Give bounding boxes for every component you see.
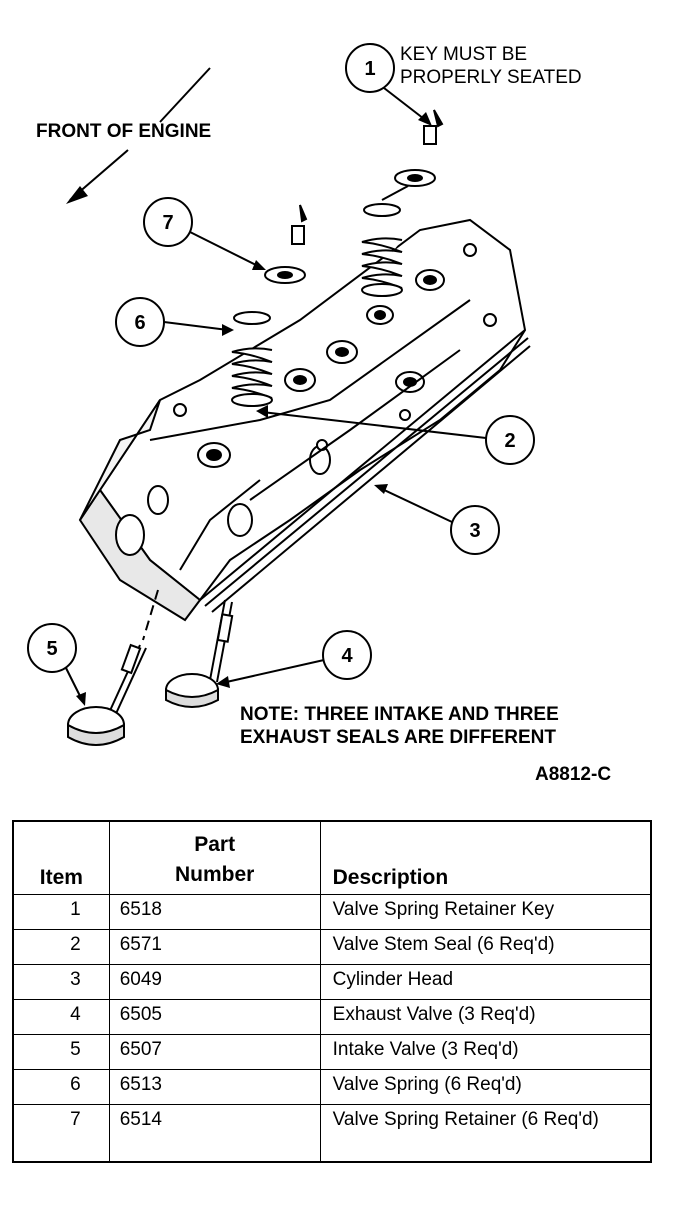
callout-1: 1 (345, 43, 432, 126)
exhaust-valve (165, 599, 234, 708)
cell-part-number: 6507 (108, 1034, 321, 1070)
callout-2-number: 2 (504, 430, 515, 452)
cell-part-number: 6571 (108, 929, 321, 965)
cell-part-number: 6505 (108, 999, 321, 1035)
callout-1-number: 1 (364, 58, 375, 80)
table-header-row: Item Part Number Description (12, 820, 652, 895)
cell-item: 1 (12, 894, 110, 930)
cell-description: Valve Spring Retainer (6 Req'd) (319, 1104, 652, 1163)
callout-4: 4 (216, 630, 372, 688)
cell-part-number: 6049 (108, 964, 321, 1000)
cell-description: Valve Spring (6 Req'd) (319, 1069, 652, 1105)
cell-part-number: 6518 (108, 894, 321, 930)
table-row: 5 6507 Intake Valve (3 Req'd) (12, 1034, 652, 1070)
cell-item: 2 (12, 929, 110, 965)
cell-description: Exhaust Valve (3 Req'd) (319, 999, 652, 1035)
cell-description: Cylinder Head (319, 964, 652, 1000)
table-row: 1 6518 Valve Spring Retainer Key (12, 894, 652, 930)
note-line1: NOTE: THREE INTAKE AND THREE (240, 704, 559, 725)
header-part-number: Part Number (108, 820, 321, 895)
intake-valve (67, 589, 159, 746)
cell-item: 6 (12, 1069, 110, 1105)
callout-7: 7 (143, 197, 266, 270)
header-item: Item (12, 820, 110, 895)
cylinder-head (78, 218, 531, 622)
front-of-engine-label: FRONT OF ENGINE (36, 121, 211, 142)
cell-part-number: 6514 (108, 1104, 321, 1163)
table-row: 4 6505 Exhaust Valve (3 Req'd) (12, 999, 652, 1035)
header-description: Description (319, 820, 652, 895)
cell-item: 7 (12, 1104, 110, 1163)
callout-3: 3 (374, 484, 500, 555)
cylinder-head-exploded-diagram: FRONT OF ENGINE KEY MUST BE PROPERLY SEA… (27, 43, 611, 785)
callout-3-number: 3 (469, 520, 480, 542)
cell-item: 4 (12, 999, 110, 1035)
callout-5: 5 (27, 623, 86, 706)
key-note-line2: PROPERLY SEATED (400, 67, 582, 88)
valve-spring-left (231, 204, 308, 407)
cell-description: Valve Stem Seal (6 Req'd) (319, 929, 652, 965)
cell-item: 3 (12, 964, 110, 1000)
callout-7-number: 7 (162, 212, 173, 234)
note-line2: EXHAUST SEALS ARE DIFFERENT (240, 727, 556, 748)
header-part-line2: Number (174, 863, 255, 886)
table-row: 3 6049 Cylinder Head (12, 964, 652, 1000)
cell-part-number: 6513 (108, 1069, 321, 1105)
key-note-line1: KEY MUST BE (400, 44, 527, 65)
cell-description: Intake Valve (3 Req'd) (319, 1034, 652, 1070)
header-part-line1: Part (194, 833, 236, 856)
callout-2: 2 (256, 405, 535, 465)
figure-id: A8812-C (535, 764, 611, 785)
table-row: 7 6514 Valve Spring Retainer (6 Req'd) (12, 1104, 652, 1163)
callout-4-number: 4 (341, 645, 353, 667)
cell-description: Valve Spring Retainer Key (319, 894, 652, 930)
front-arrow (66, 67, 211, 204)
callout-6: 6 (115, 297, 234, 347)
cell-item: 5 (12, 1034, 110, 1070)
table-row: 2 6571 Valve Stem Seal (6 Req'd) (12, 929, 652, 965)
parts-table: Item Part Number Description 1 6518 Valv… (12, 820, 652, 1163)
callout-5-number: 5 (46, 638, 57, 660)
valve-spring-right (361, 109, 444, 297)
callout-6-number: 6 (134, 312, 145, 334)
table-row: 6 6513 Valve Spring (6 Req'd) (12, 1069, 652, 1105)
